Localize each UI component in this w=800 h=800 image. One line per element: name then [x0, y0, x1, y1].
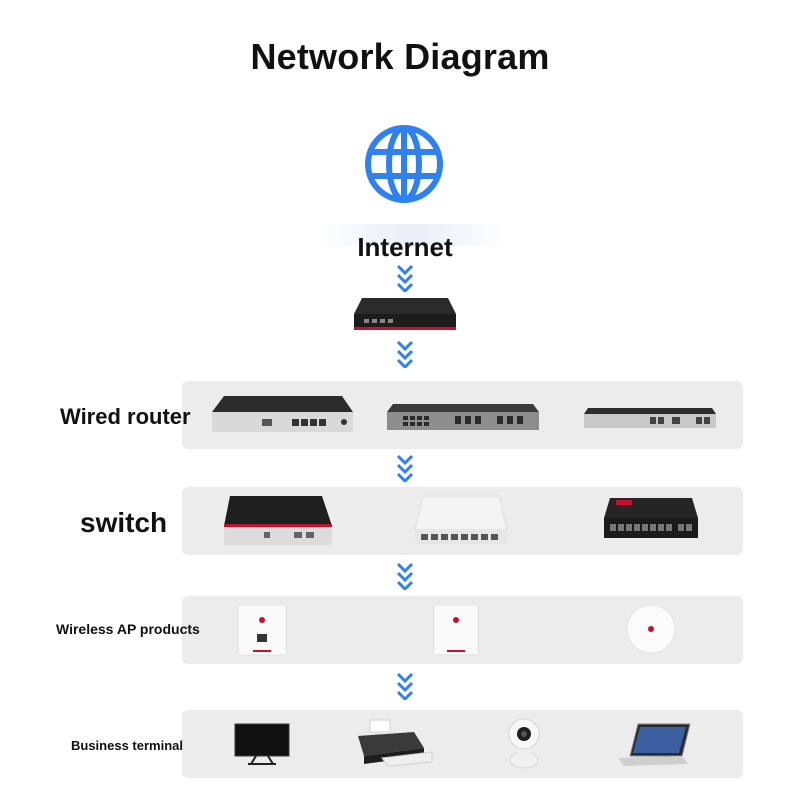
arrow-down-icon [396, 560, 414, 592]
glow-strip [318, 224, 508, 246]
router-chassis-icon [385, 402, 541, 432]
gateway-device-icon [352, 294, 458, 334]
laptop-icon [616, 722, 692, 768]
row-label: Wireless AP products [56, 621, 200, 637]
camera-icon [505, 716, 543, 770]
arrow-down-icon [396, 262, 414, 294]
router-device-icon [210, 394, 355, 436]
arrow-down-icon [396, 338, 414, 370]
ap-ceiling-icon [625, 603, 677, 655]
monitor-icon [234, 722, 290, 768]
arrow-down-icon [396, 670, 414, 702]
row-label: Business terminal [71, 738, 183, 753]
switch-device-icon [222, 494, 334, 548]
router-rack-icon [582, 406, 718, 430]
internet-label: Internet [357, 232, 453, 262]
row-label: switch [80, 507, 168, 538]
arrow-down-icon [396, 452, 414, 484]
row-label: Wired router [60, 404, 191, 429]
ap-wall-icon [237, 604, 287, 656]
switch-white-icon [413, 494, 509, 548]
printer-icon [354, 718, 434, 768]
page-title: Network Diagram [250, 36, 550, 77]
ap-wall-icon [433, 604, 479, 656]
globe-icon [362, 122, 446, 206]
switch-black-icon [602, 496, 700, 542]
